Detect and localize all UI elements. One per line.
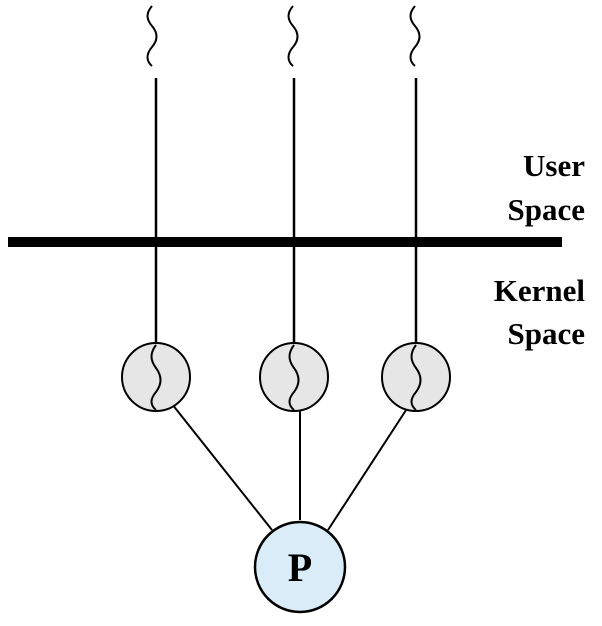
process-link-3 — [327, 403, 411, 531]
process-circle — [253, 520, 347, 614]
kernel-space-label-line1: Kernel — [494, 273, 586, 308]
kernel-space-label-line2: Space — [508, 316, 586, 351]
user-thread-squiggle-2 — [287, 5, 299, 67]
user-space-label-line2: Space — [508, 192, 586, 227]
thread-squiggle-icon — [288, 344, 300, 411]
kernel-thread-circle — [259, 342, 329, 412]
user-space-label-line1: User — [523, 148, 585, 183]
process-node: P — [253, 520, 347, 614]
kernel-thread-3 — [381, 342, 451, 412]
process-label: P — [288, 545, 312, 590]
thread-squiggle-icon — [410, 344, 422, 411]
kernel-thread-2 — [259, 342, 329, 412]
kernel-thread-1 — [121, 342, 191, 412]
process-link-1 — [171, 403, 273, 531]
kernel-thread-circle — [381, 342, 451, 412]
user-thread-squiggle-3 — [409, 5, 421, 67]
user-thread-squiggle-1 — [146, 5, 158, 67]
kernel-thread-circle — [121, 342, 191, 412]
thread-squiggle-icon — [150, 344, 162, 411]
